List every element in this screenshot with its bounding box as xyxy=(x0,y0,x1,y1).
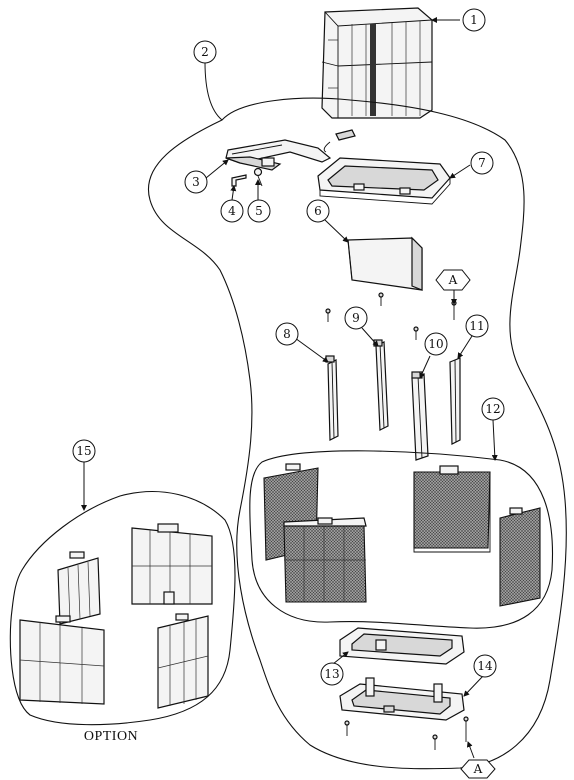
part-6-wedge-block xyxy=(347,236,423,291)
callout-13-label: 13 xyxy=(324,667,339,681)
part-1-filter-basket xyxy=(321,7,433,119)
callout-7-label: 7 xyxy=(478,156,486,170)
callout-10: 10 xyxy=(424,332,448,356)
part-12-filter-panel-right-large xyxy=(413,465,491,553)
part-12-filter-panel-left-front xyxy=(283,517,367,603)
callout-6-label: 6 xyxy=(314,204,322,218)
callout-5: 5 xyxy=(247,199,271,223)
callout-3-label: 3 xyxy=(192,175,200,189)
part-7-top-frame xyxy=(317,157,451,205)
part-5-clip xyxy=(253,167,263,187)
callout-1: 1 xyxy=(462,8,486,32)
assembly-boundary-15 xyxy=(9,491,236,726)
assembly-boundary-12 xyxy=(249,450,554,629)
reference-marker-a-upper: A xyxy=(435,269,471,291)
callout-2: 2 xyxy=(193,40,217,64)
part-15-panel-lower-right xyxy=(157,613,209,709)
part-15-panel-upper-right xyxy=(131,523,213,605)
callout-9: 9 xyxy=(344,306,368,330)
part-13-bottom-frame xyxy=(339,627,465,665)
callout-10-label: 10 xyxy=(428,337,443,351)
part-3-handle xyxy=(225,139,332,171)
part-15-panel-lower-left xyxy=(19,615,105,705)
part-8-side-rail xyxy=(325,355,339,441)
callout-3: 3 xyxy=(184,170,208,194)
callout-1-label: 1 xyxy=(470,13,478,27)
spring-pin xyxy=(323,129,356,153)
callout-5-label: 5 xyxy=(255,204,263,218)
callout-4: 4 xyxy=(220,199,244,223)
callout-14-label: 14 xyxy=(477,659,493,673)
callout-9-label: 9 xyxy=(352,311,360,325)
screws-lower xyxy=(344,716,469,750)
callout-12-label: 12 xyxy=(485,402,500,416)
callout-14: 14 xyxy=(473,654,497,678)
callout-8: 8 xyxy=(275,322,299,346)
part-12-filter-panel-right-small xyxy=(499,507,541,607)
part-4-pin xyxy=(231,174,247,187)
callout-11: 11 xyxy=(465,314,489,338)
reference-marker-a-lower-label: A xyxy=(473,762,483,776)
screws-upper xyxy=(325,292,457,340)
leader-lines xyxy=(81,17,498,759)
callout-13: 13 xyxy=(320,662,344,686)
callout-12: 12 xyxy=(481,397,505,421)
reference-marker-a-upper-label: A xyxy=(448,273,458,287)
callout-4-label: 4 xyxy=(228,204,236,218)
part-14-base-plate xyxy=(339,677,465,721)
reference-marker-a-lower: A xyxy=(460,759,496,779)
part-9-side-rail xyxy=(373,339,389,431)
callout-15: 15 xyxy=(72,439,96,463)
part-10-side-rail xyxy=(411,371,429,461)
part-11-side-rail xyxy=(449,357,461,445)
part-15-panel-upper-left xyxy=(57,551,101,625)
callout-8-label: 8 xyxy=(283,327,291,341)
callout-15-label: 15 xyxy=(76,444,91,458)
callout-7: 7 xyxy=(470,151,494,175)
callout-2-label: 2 xyxy=(201,45,209,59)
callout-11-label: 11 xyxy=(469,319,484,333)
option-caption: OPTION xyxy=(84,729,138,744)
callout-6: 6 xyxy=(306,199,330,223)
